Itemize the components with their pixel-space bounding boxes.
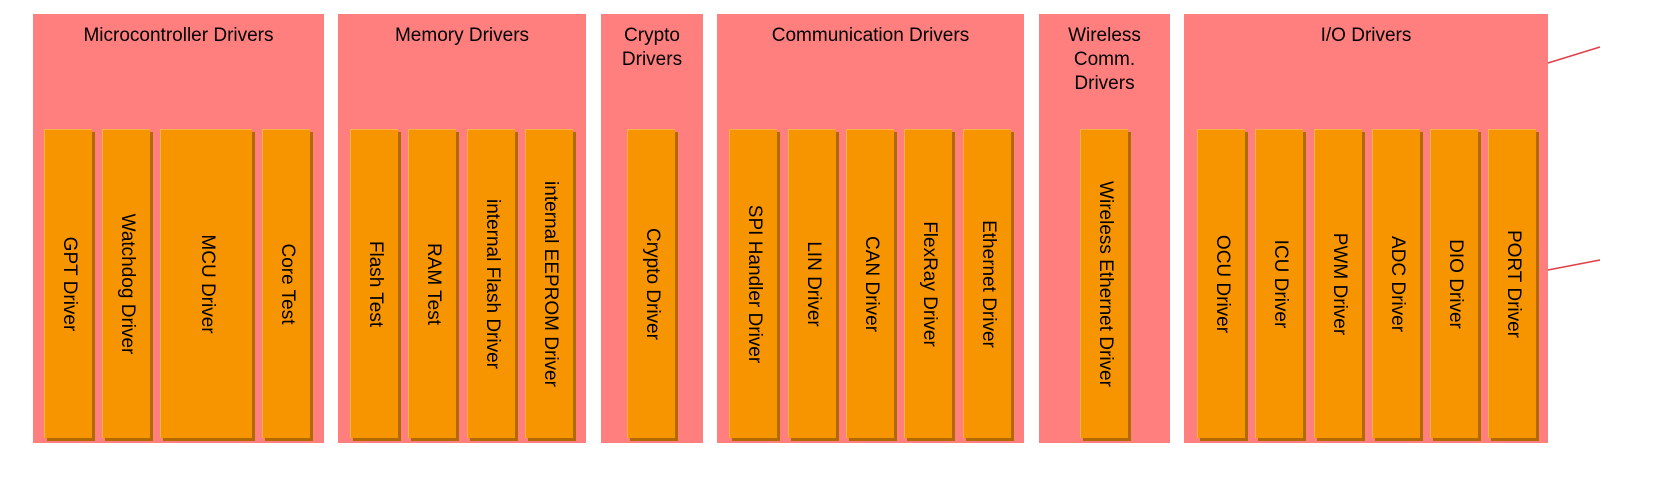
driver-pwm: PWM Driver xyxy=(1314,129,1362,438)
driver-wireless-ethernet: Wireless Ethernet Driver xyxy=(1080,129,1128,438)
group-io-drivers: I/O Drivers OCU Driver ICU Driver PWM Dr… xyxy=(1184,14,1548,443)
driver-ethernet: Ethernet Driver xyxy=(963,129,1011,438)
driver-gpt: GPT Driver xyxy=(44,129,92,438)
group-title: I/O Drivers xyxy=(1320,25,1412,46)
group-title: Crypto Drivers xyxy=(621,25,683,70)
connector-line-lower xyxy=(1547,259,1601,271)
driver-flash-test: Flash Test xyxy=(350,129,398,438)
driver-lin: LIN Driver xyxy=(788,129,836,438)
driver-ocu: OCU Driver xyxy=(1197,129,1245,438)
group-title: Communication Drivers xyxy=(771,25,970,46)
connector-line-upper xyxy=(1547,46,1601,64)
driver-icu: ICU Driver xyxy=(1255,129,1303,438)
driver-ram-test: RAM Test xyxy=(408,129,456,438)
driver-dio: DIO Driver xyxy=(1430,129,1478,438)
group-wireless-comm-drivers: Wireless Comm. Drivers Wireless Ethernet… xyxy=(1039,14,1170,443)
group-memory-drivers: Memory Drivers Flash Test RAM Test inter… xyxy=(338,14,586,443)
driver-flexray: FlexRay Driver xyxy=(904,129,952,438)
group-title: Memory Drivers xyxy=(394,25,530,46)
group-crypto-drivers: Crypto Drivers Crypto Driver xyxy=(601,14,703,443)
group-communication-drivers: Communication Drivers SPI Handler Driver… xyxy=(717,14,1024,443)
driver-spi-handler: SPI Handler Driver xyxy=(729,129,777,438)
driver-mcu: MCU Driver xyxy=(160,129,252,438)
driver-adc: ADC Driver xyxy=(1372,129,1420,438)
driver-internal-eeprom: internal EEPROM Driver xyxy=(525,129,573,438)
group-title: Microcontroller Drivers xyxy=(83,25,274,46)
driver-watchdog: Watchdog Driver xyxy=(102,129,150,438)
driver-port: PORT Driver xyxy=(1488,129,1536,438)
group-title: Wireless Comm. Drivers xyxy=(1068,25,1141,94)
driver-crypto: Crypto Driver xyxy=(627,129,675,438)
group-microcontroller-drivers: Microcontroller Drivers GPT Driver Watch… xyxy=(33,14,324,443)
driver-internal-flash: internal Flash Driver xyxy=(467,129,515,438)
driver-core-test: Core Test xyxy=(262,129,310,438)
driver-can: CAN Driver xyxy=(846,129,894,438)
